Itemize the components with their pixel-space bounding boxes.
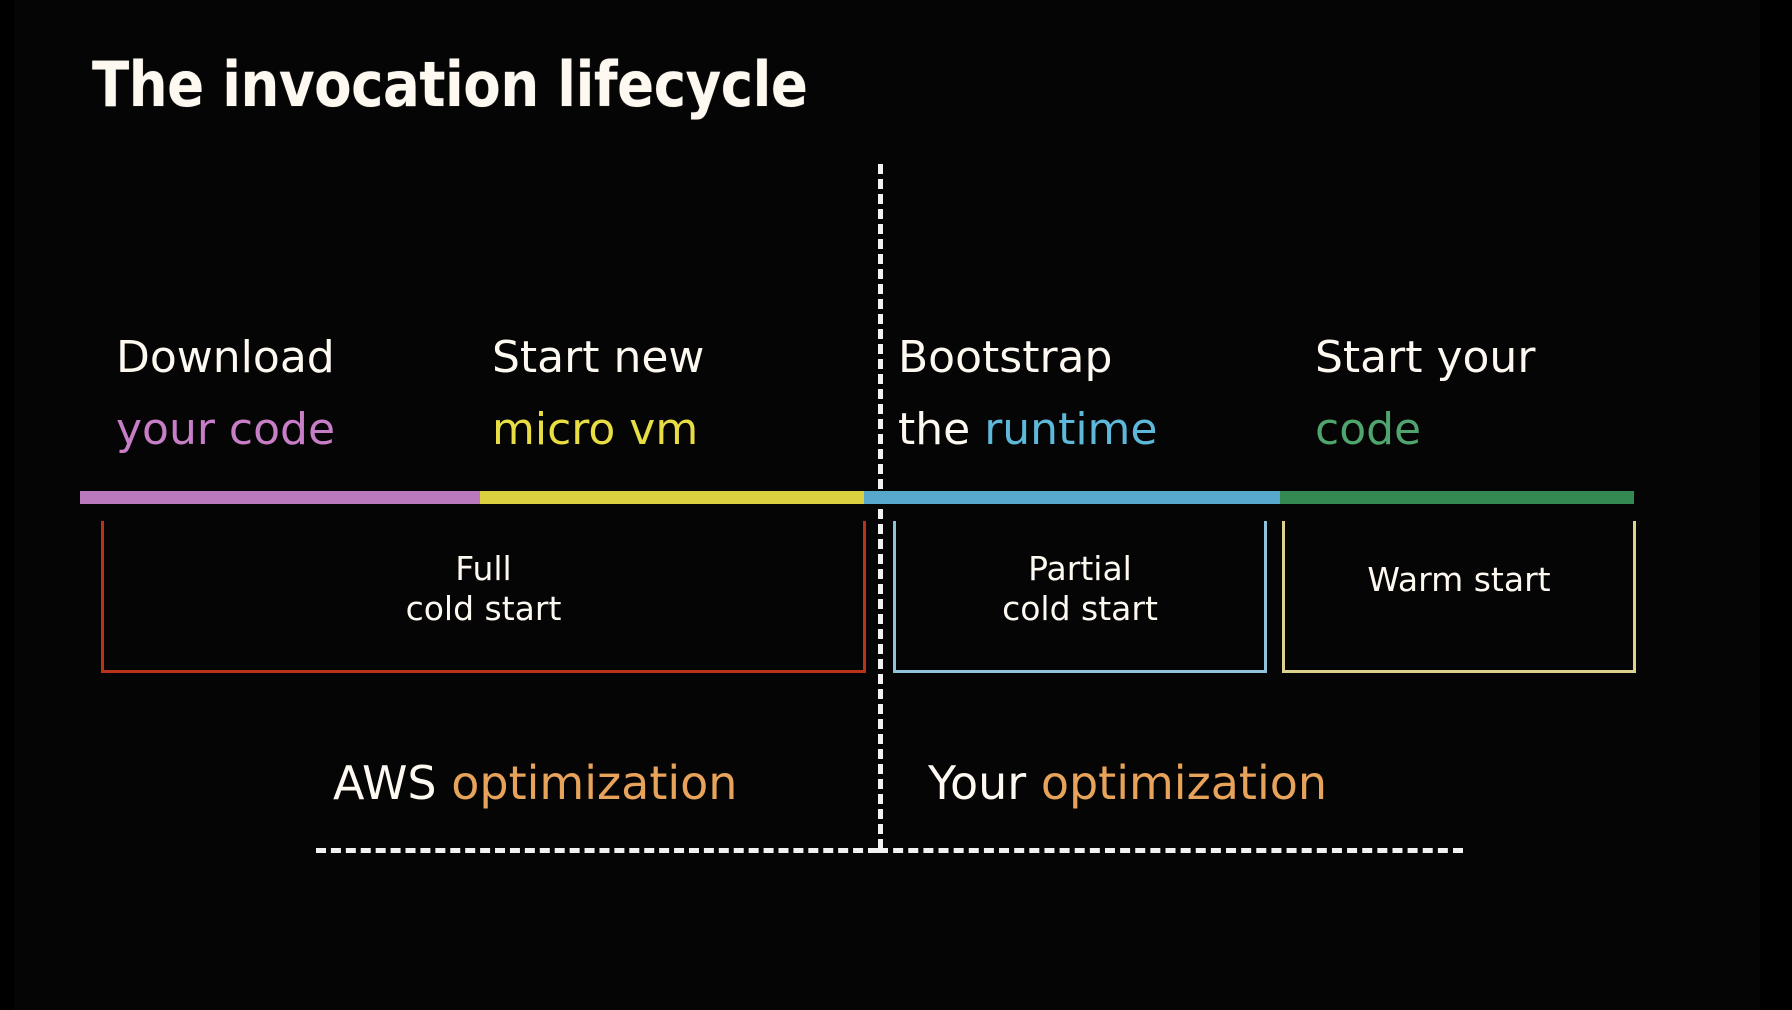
phase-label-accent: your code [116, 404, 336, 455]
phase-label-line2: micro vm [492, 394, 704, 466]
phase-label-accent: code [1315, 404, 1422, 455]
optimization-prefix: Your [928, 756, 1041, 810]
phase-label-line1: Start new [492, 332, 705, 383]
optimization-accent: optimization [451, 756, 738, 810]
bracket-label: Partial cold start [1002, 549, 1158, 628]
phase-label-accent: runtime [984, 404, 1158, 455]
phase-label-line1: Bootstrap [898, 332, 1113, 383]
phase-label-line2: code [1315, 394, 1535, 466]
timeline-segment-download [80, 491, 481, 504]
bottom-dashed-rule-right [878, 848, 1463, 853]
phase-label-line1: Start your [1315, 332, 1536, 383]
phase-label-start-new-micro-vm: Start new micro vm [492, 322, 704, 466]
bracket-warm-start: Warm start [1282, 521, 1636, 673]
vertical-dashed-divider [878, 164, 883, 849]
optimization-prefix: AWS [333, 756, 452, 810]
bracket-label: Full cold start [405, 549, 562, 628]
slide-edge-right [1760, 0, 1792, 1010]
timeline-bar [80, 491, 1634, 504]
phase-label-line2: your code [116, 394, 335, 466]
optimization-accent: optimization [1040, 756, 1328, 810]
bottom-dashed-rule-left [316, 848, 878, 853]
bracket-full-cold-start: Full cold start [101, 521, 866, 673]
phase-label-bootstrap-runtime: Bootstrap the runtime [898, 322, 1157, 466]
timeline-segment-micro-vm [480, 491, 864, 504]
optimization-label-your: Your optimization [928, 755, 1327, 811]
phase-label-line1: Download [116, 332, 335, 383]
page-title: The invocation lifecycle [92, 48, 808, 121]
bracket-partial-cold-start: Partial cold start [893, 521, 1267, 673]
optimization-label-aws: AWS optimization [333, 755, 737, 811]
phase-label-accent: micro vm [492, 404, 699, 455]
timeline-segment-runtime [863, 491, 1281, 504]
phase-label-prefix: the [898, 404, 985, 455]
phase-label-start-your-code: Start your code [1315, 322, 1535, 466]
bracket-label: Warm start [1367, 560, 1551, 599]
timeline-segment-your-code [1280, 491, 1634, 504]
slide-edge-left [0, 0, 14, 1010]
phase-label-line2: the runtime [898, 394, 1157, 466]
phase-label-download: Download your code [116, 322, 335, 466]
